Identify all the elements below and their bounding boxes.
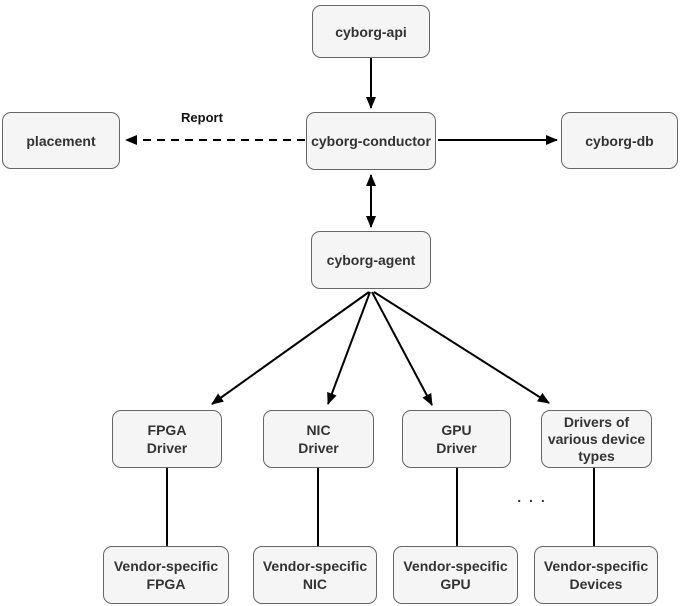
node-various-drivers-label: Drivers of various device types xyxy=(547,413,646,464)
node-vendor-specific-devices: Vendor-specific Devices xyxy=(534,546,658,604)
node-nic-driver-label: NIC Driver xyxy=(298,422,339,456)
edge-agent-to-various-drivers xyxy=(373,291,550,404)
ellipsis-more-drivers: . . . xyxy=(517,489,547,505)
node-cyborg-conductor-label: cyborg-conductor xyxy=(311,133,431,149)
edge-agent-to-nic-driver xyxy=(327,291,371,405)
node-vendor-specific-gpu: Vendor-specific GPU xyxy=(393,546,518,604)
node-vendor-specific-nic-label: Vendor-specific NIC xyxy=(262,558,368,592)
node-fpga-driver-label: FPGA Driver xyxy=(146,422,188,456)
node-cyborg-db-label: cyborg-db xyxy=(585,132,654,149)
node-nic-driver: NIC Driver xyxy=(263,410,374,468)
node-cyborg-agent-label: cyborg-agent xyxy=(326,252,416,268)
report-edge-label: Report xyxy=(181,110,223,125)
node-cyborg-agent: cyborg-agent xyxy=(311,231,431,289)
node-gpu-driver: GPU Driver xyxy=(402,410,511,468)
node-vendor-specific-gpu-label: Vendor-specific GPU xyxy=(403,558,508,592)
node-cyborg-conductor: cyborg-conductor xyxy=(306,112,436,170)
node-cyborg-api: cyborg-api xyxy=(312,5,430,58)
node-cyborg-api-label: cyborg-api xyxy=(335,23,407,40)
edge-agent-to-gpu-driver xyxy=(371,291,433,406)
node-gpu-driver-label: GPU Driver xyxy=(436,422,477,456)
node-vendor-specific-devices-label: Vendor-specific Devices xyxy=(543,558,649,592)
node-vendor-specific-fpga: Vendor-specific FPGA xyxy=(103,546,229,604)
node-vendor-specific-fpga-label: Vendor-specific FPGA xyxy=(113,558,219,592)
node-various-drivers: Drivers of various device types xyxy=(541,410,652,468)
edge-agent-to-fpga-driver xyxy=(211,291,370,405)
node-vendor-specific-nic: Vendor-specific NIC xyxy=(253,546,377,604)
node-placement-label: placement xyxy=(26,132,96,149)
node-placement: placement xyxy=(2,112,120,169)
node-cyborg-db: cyborg-db xyxy=(561,112,678,169)
node-fpga-driver: FPGA Driver xyxy=(112,410,222,468)
